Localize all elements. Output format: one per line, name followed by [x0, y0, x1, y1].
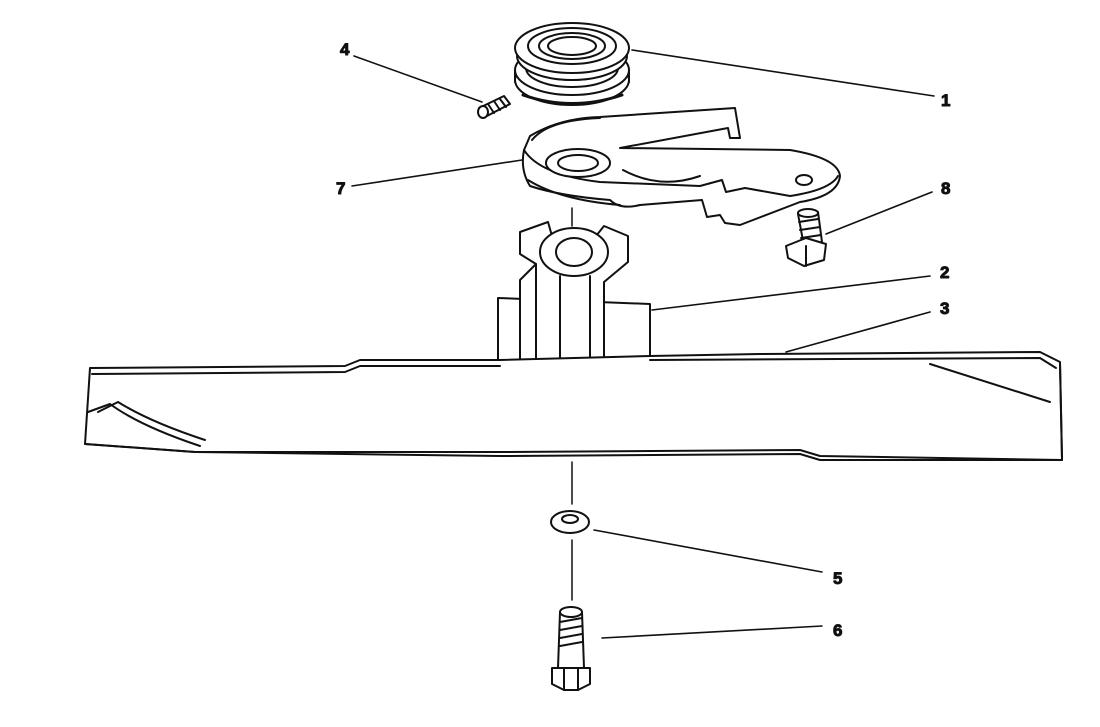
- callout-2: 2: [940, 263, 949, 282]
- hex-bolt-part: [785, 208, 827, 267]
- bracket-arm-part: [521, 107, 841, 226]
- callout-5: 5: [833, 569, 842, 588]
- mower-blade-part: [84, 351, 1063, 461]
- callout-8: 8: [941, 179, 950, 198]
- callout-1: 1: [941, 91, 950, 110]
- leader-lines: [351, 49, 935, 639]
- pulley-part: [514, 22, 630, 106]
- callout-7: 7: [336, 179, 345, 198]
- set-screw-part: [477, 95, 511, 119]
- callout-4: 4: [340, 40, 350, 59]
- callout-3: 3: [940, 299, 949, 318]
- callout-6: 6: [833, 621, 842, 640]
- blade-bolt-part: [551, 606, 591, 691]
- washer-part: [550, 461, 590, 601]
